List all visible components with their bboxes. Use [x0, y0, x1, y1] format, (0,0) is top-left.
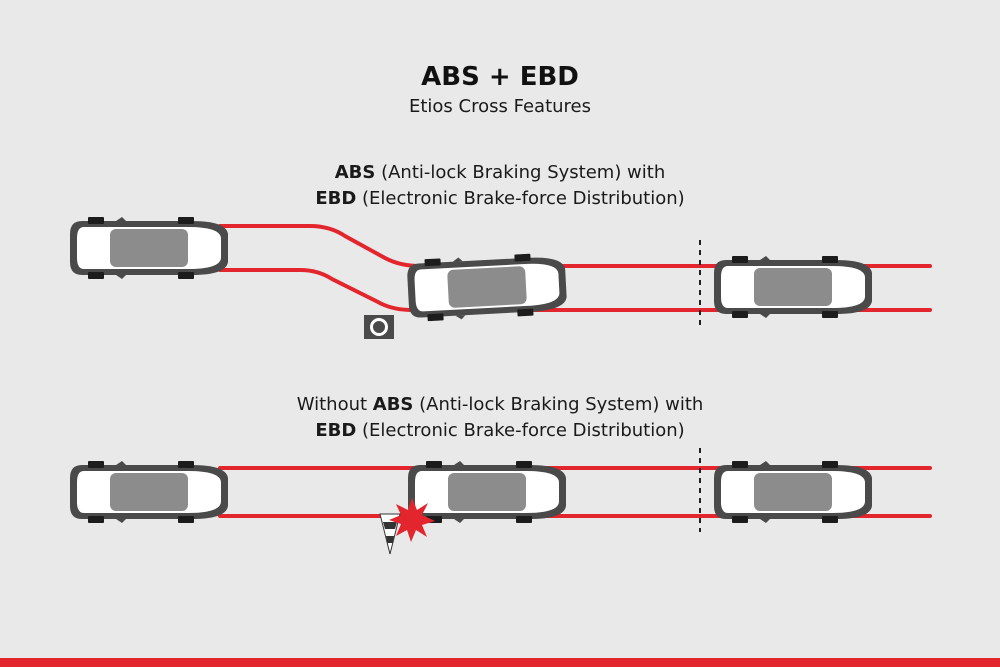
car-with-abs-stop	[714, 256, 872, 318]
caption-without-abs-line1: Without ABS (Anti-lock Braking System) w…	[296, 394, 704, 415]
collision-star-icon	[389, 498, 435, 542]
track-with-abs	[218, 224, 932, 312]
traffic-cone-icon	[379, 513, 401, 555]
car-with-abs-start	[70, 217, 228, 279]
obstacle-ring-icon	[364, 315, 394, 339]
car-without-abs-start	[70, 461, 228, 523]
track-line-lower	[218, 268, 932, 312]
caption-without-abs-line2: EBD (Electronic Brake-force Distribution…	[315, 420, 685, 441]
diagram-title: ABS + EBD	[421, 62, 579, 92]
caption-with-abs-line1: ABS (Anti-lock Braking System) with	[334, 162, 666, 183]
brand-bar	[0, 658, 1000, 667]
caption-with-abs: ABS (Anti-lock Braking System) with EBD …	[0, 160, 1000, 212]
car-without-abs-stop	[714, 461, 872, 523]
track-line-upper	[218, 224, 932, 268]
caption-without-abs: Without ABS (Anti-lock Braking System) w…	[0, 392, 1000, 444]
caption-with-abs-line2: EBD (Electronic Brake-force Distribution…	[315, 188, 685, 209]
diagram-subtitle: Etios Cross Features	[408, 96, 591, 117]
car-without-abs-collide	[408, 461, 566, 523]
